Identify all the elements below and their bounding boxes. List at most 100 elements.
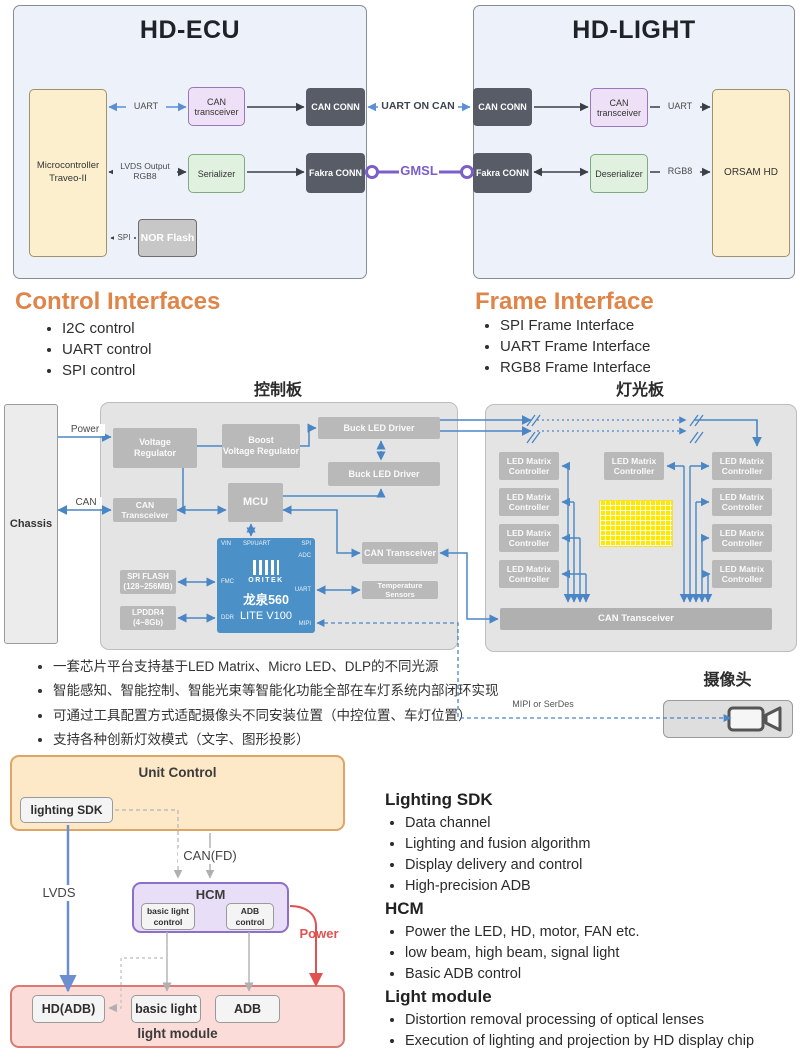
led-matrix-controller-box: LED Matrix Controller <box>604 452 664 480</box>
buck-led-driver-box: Buck LED Driver <box>328 462 440 486</box>
desc-item: Execution of lighting and projection by … <box>405 1033 793 1049</box>
desc-list: Power the LED, HD, motor, FAN etc. low b… <box>385 924 793 982</box>
temperature-sensors-box: Temperature Sensors <box>362 581 438 599</box>
spi-flash-box: SPI FLASH (128~256MB) <box>120 570 176 594</box>
frame-interface-title: Frame Interface <box>475 288 654 315</box>
camera-icon <box>727 706 782 732</box>
led-matrix-controller-box: LED Matrix Controller <box>712 452 772 480</box>
desc-item: Power the LED, HD, motor, FAN etc. <box>405 924 793 940</box>
chip-model: LITE V100 <box>240 609 292 622</box>
can-label: CAN <box>70 497 102 509</box>
description-column: Lighting SDK Data channel Lighting and f… <box>385 786 793 1054</box>
lvds-label: LVDS <box>38 885 80 901</box>
oritek-logo-icon <box>253 559 279 575</box>
can-fd-label: CAN(FD) <box>178 848 242 864</box>
pin-uart: UART <box>294 587 311 593</box>
desc-heading: Light module <box>385 987 492 1006</box>
led-matrix-controller-box: LED Matrix Controller <box>499 452 559 480</box>
adb-control-box: ADB control <box>226 903 274 930</box>
adb-box: ADB <box>215 995 280 1023</box>
lvds-output-label: LVDS Output RGB8 <box>113 161 177 182</box>
microcontroller-traveo-box: Microcontroller Traveo-II <box>29 89 107 257</box>
list-item: RGB8 Frame Interface <box>500 359 651 376</box>
chassis-box: Chassis <box>4 404 58 644</box>
nor-flash-box: NOR Flash <box>138 219 197 257</box>
desc-heading: HCM <box>385 899 424 918</box>
deserializer-box: Deserializer <box>590 154 648 193</box>
lpddr4-box: LPDDR4 (4~8Gb) <box>120 606 176 630</box>
desc-item: Display delivery and control <box>405 857 793 873</box>
light-can-transceiver-bar: CAN Transceiver <box>500 608 772 630</box>
mcu-box: MCU <box>228 483 283 522</box>
light-uart-label: UART <box>660 101 700 112</box>
list-item: UART Frame Interface <box>500 338 651 355</box>
light-module-title: light module <box>137 1026 218 1041</box>
control-interfaces-list: I2C control UART control SPI control <box>40 316 151 383</box>
pin-fmc: FMC <box>221 579 234 585</box>
desc-item: Lighting and fusion algorithm <box>405 836 793 852</box>
led-matrix-array <box>599 500 673 547</box>
uart-on-can-label: UART ON CAN <box>378 100 458 113</box>
desc-heading: Lighting SDK <box>385 790 493 809</box>
led-matrix-controller-box: LED Matrix Controller <box>712 524 772 552</box>
basic-light-box: basic light <box>131 995 201 1023</box>
mipi-serdes-label: MIPI or SerDes <box>503 699 583 710</box>
ecu-can-conn-box: CAN CONN <box>306 88 365 126</box>
pin-ddr: DDR <box>221 615 234 621</box>
desc-item: Data channel <box>405 815 793 831</box>
led-matrix-controller-box: LED Matrix Controller <box>499 488 559 516</box>
desc-item: High-precision ADB <box>405 878 793 894</box>
list-item: SPI Frame Interface <box>500 317 651 334</box>
gmsl-label: GMSL <box>399 163 439 179</box>
rgb8-label: RGB8 <box>660 166 700 177</box>
boost-voltage-regulator-box: Boost Voltage Regulator <box>222 424 300 468</box>
light-can-transceiver-box: CAN transceiver <box>590 88 648 127</box>
oritek-soc-chip: VIN SPI/UART SPI ADC FMC UART DDR MIPI O… <box>217 538 315 633</box>
pin-vin: VIN <box>221 541 232 547</box>
frame-interface-list: SPI Frame Interface UART Frame Interface… <box>478 313 651 380</box>
desc-item: low beam, high beam, signal light <box>405 945 793 961</box>
led-matrix-controller-box: LED Matrix Controller <box>712 488 772 516</box>
serializer-box: Serializer <box>188 154 245 193</box>
pin-spi: SPI <box>301 541 311 547</box>
unit-control-title: Unit Control <box>138 765 217 780</box>
pin-adc: ADC <box>298 553 311 559</box>
feature-list: 一套芯片平台支持基于LED Matrix、Micro LED、DLP的不同光源 … <box>35 650 683 753</box>
ecu-fakra-conn-box: Fakra CONN <box>306 153 365 193</box>
orsam-hd-box: ORSAM HD <box>712 89 790 257</box>
desc-list: Data channel Lighting and fusion algorit… <box>385 815 793 894</box>
pin-mipi: MIPI <box>298 621 311 627</box>
desc-list: Distortion removal processing of optical… <box>385 1012 793 1049</box>
ecu-can-transceiver-box: CAN transceiver <box>188 87 245 126</box>
feature-item: 一套芯片平台支持基于LED Matrix、Micro LED、DLP的不同光源 <box>53 655 683 675</box>
spi-label: SPI <box>114 233 134 243</box>
list-item: UART control <box>62 341 151 358</box>
pin-spi-uart: SPI/UART <box>243 541 271 547</box>
chip-brand: ORITEK <box>248 576 284 584</box>
voltage-regulator-box: Voltage Regulator <box>113 428 197 468</box>
control-interfaces-title: Control Interfaces <box>15 288 221 315</box>
chip-name: 龙泉560 <box>243 592 289 607</box>
light-fakra-conn-box: Fakra CONN <box>473 153 532 193</box>
basic-light-control-box: basic light control <box>141 903 195 930</box>
desc-item: Distortion removal processing of optical… <box>405 1012 793 1028</box>
list-item: SPI control <box>62 362 151 379</box>
feature-item: 智能感知、智能控制、智能光束等智能化功能全部在车灯系统内部闭环实现 <box>53 679 683 699</box>
light-board-title: 灯光板 <box>615 382 664 399</box>
led-matrix-controller-box: LED Matrix Controller <box>712 560 772 588</box>
power-sw-label: Power <box>299 926 339 941</box>
can-transceiver2-box: CAN Transceiver <box>362 542 438 564</box>
desc-item: Basic ADB control <box>405 966 793 982</box>
power-label: Power <box>65 424 105 436</box>
hd-adb-box: HD(ADB) <box>32 995 105 1023</box>
led-matrix-controller-box: LED Matrix Controller <box>499 524 559 552</box>
feature-item: 支持各种创新灯效模式（文字、图形投影） <box>53 728 683 748</box>
uart-label: UART <box>126 101 166 112</box>
control-board-title: 控制板 <box>253 382 302 399</box>
buck-led-driver-box: Buck LED Driver <box>318 417 440 439</box>
hd-light-title: HD-LIGHT <box>572 16 696 44</box>
hd-ecu-title: HD-ECU <box>139 16 241 44</box>
led-matrix-controller-box: LED Matrix Controller <box>499 560 559 588</box>
can-transceiver-box: CAN Transceiver <box>113 498 177 522</box>
